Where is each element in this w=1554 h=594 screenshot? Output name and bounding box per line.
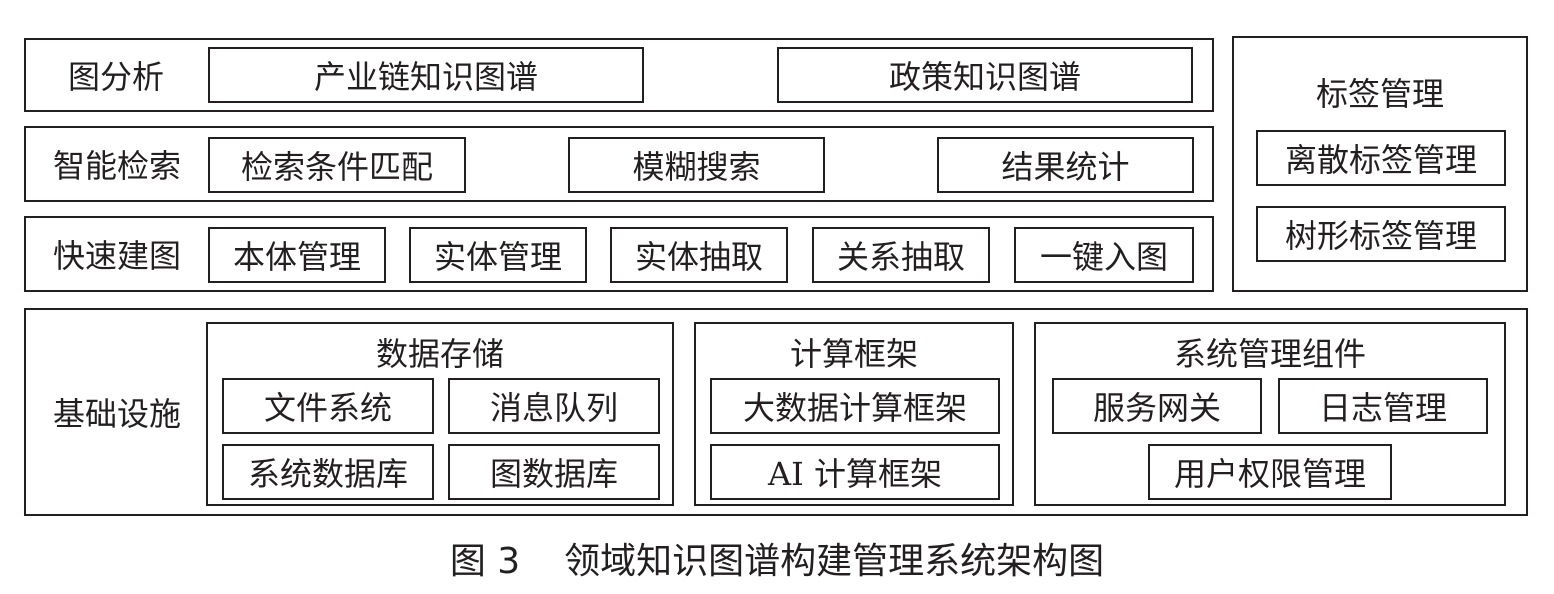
figure-caption: 图 3 领域知识图谱构建管理系统架构图 (0, 530, 1554, 586)
figure-title: 领域知识图谱构建管理系统架构图 (564, 541, 1105, 582)
log-management-item: 日志管理 (1278, 378, 1488, 434)
quick-build-panel: 快速建图 本体管理 实体管理 实体抽取 关系抽取 一键入图 (24, 216, 1214, 292)
graph-database-item: 图数据库 (448, 444, 660, 500)
user-permission-management-item: 用户权限管理 (1148, 444, 1392, 500)
industry-chain-kg-item: 产业链知识图谱 (208, 47, 644, 103)
fuzzy-search-item: 模糊搜索 (568, 137, 825, 193)
result-statistics-item: 结果统计 (937, 137, 1194, 193)
policy-kg-item: 政策知识图谱 (777, 47, 1193, 103)
entity-extraction-item: 实体抽取 (610, 227, 788, 283)
system-components-title: 系统管理组件 (1173, 335, 1366, 373)
service-gateway-item: 服务网关 (1052, 378, 1262, 434)
entity-management-item: 实体管理 (409, 227, 587, 283)
compute-framework-title: 计算框架 (789, 335, 918, 373)
compute-framework-group: 计算框架 大数据计算框架 AI 计算框架 (694, 322, 1014, 506)
ontology-management-item: 本体管理 (208, 227, 386, 283)
graph-analysis-panel: 图分析 产业链知识图谱 政策知识图谱 (24, 38, 1214, 112)
system-database-item: 系统数据库 (222, 444, 434, 500)
file-system-item: 文件系统 (222, 378, 434, 434)
tag-management-panel: 标签管理 离散标签管理 树形标签管理 (1232, 36, 1528, 292)
smart-search-label: 智能检索 (52, 147, 181, 185)
smart-search-panel: 智能检索 检索条件匹配 模糊搜索 结果统计 (24, 126, 1214, 202)
discrete-tag-management-item: 离散标签管理 (1256, 130, 1506, 186)
one-click-import-item: 一键入图 (1014, 227, 1194, 283)
figure-number: 图 3 (449, 541, 521, 582)
big-data-compute-framework-item: 大数据计算框架 (710, 378, 1000, 434)
quick-build-label: 快速建图 (52, 237, 181, 275)
graph-analysis-label: 图分析 (67, 58, 164, 96)
data-storage-title: 数据存储 (375, 335, 504, 373)
system-components-group: 系统管理组件 服务网关 日志管理 用户权限管理 (1034, 322, 1506, 506)
ai-compute-framework-item: AI 计算框架 (710, 444, 1000, 500)
relation-extraction-item: 关系抽取 (812, 227, 990, 283)
data-storage-group: 数据存储 文件系统 消息队列 系统数据库 图数据库 (206, 322, 674, 506)
message-queue-item: 消息队列 (448, 378, 660, 434)
infrastructure-label: 基础设施 (52, 395, 181, 433)
infrastructure-panel: 基础设施 数据存储 文件系统 消息队列 系统数据库 图数据库 计算框架 大数据计… (24, 308, 1528, 516)
tag-management-label: 标签管理 (1315, 75, 1444, 113)
tree-tag-management-item: 树形标签管理 (1256, 206, 1506, 262)
search-condition-match-item: 检索条件匹配 (208, 137, 466, 193)
